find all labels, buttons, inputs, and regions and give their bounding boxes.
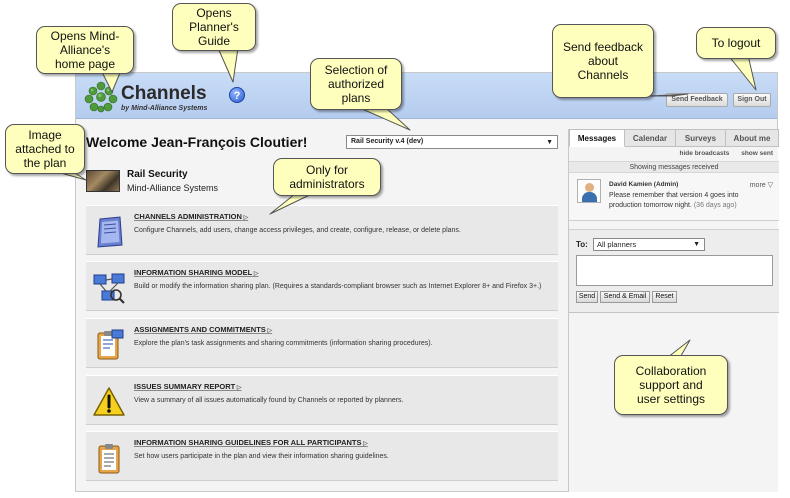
chevron-down-icon: ▼ xyxy=(546,139,553,146)
menu-item-assignments-and-commitments[interactable]: ASSIGNMENTS AND COMMITMENTS Explore the … xyxy=(86,318,558,368)
mind-alliance-logo-icon[interactable] xyxy=(84,81,118,113)
sign-out-button[interactable]: Sign Out xyxy=(733,93,771,107)
message-more-link[interactable]: more ▽ xyxy=(749,182,773,189)
menu-item-title[interactable]: CHANNELS ADMINISTRATION xyxy=(134,212,248,221)
menu-item-title[interactable]: INFORMATION SHARING MODEL xyxy=(134,268,258,277)
recipient-select-value: All planners xyxy=(597,240,637,249)
guidelines-clipboard-icon xyxy=(98,444,120,474)
menu-item-information-sharing-guidelines[interactable]: INFORMATION SHARING GUIDELINES FOR ALL P… xyxy=(86,431,558,481)
hide-broadcasts-link[interactable]: hide broadcasts xyxy=(679,150,730,157)
chevron-down-icon: ▼ xyxy=(693,241,700,248)
plan-select-value: Rail Security v.4 (dev) xyxy=(351,138,424,145)
plan-organization: Mind-Alliance Systems xyxy=(127,183,219,193)
menu-item-channels-administration[interactable]: CHANNELS ADMINISTRATION Configure Channe… xyxy=(86,205,558,255)
panel-tabs: Messages Calendar Surveys About me xyxy=(569,129,779,147)
welcome-title: Welcome Jean-François Cloutier! xyxy=(86,134,308,150)
menu-item-description: View a summary of all issues automatical… xyxy=(134,397,404,404)
app-header: Channels by Mind-Alliance Systems ? Send… xyxy=(76,73,777,119)
social-panel: Messages Calendar Surveys About me hide … xyxy=(568,129,779,492)
menu-item-description: Configure Channels, add users, change ac… xyxy=(134,227,461,234)
recipient-select[interactable]: All planners ▼ xyxy=(593,238,705,251)
admin-tablet-icon xyxy=(97,216,123,248)
brand-subtitle: by Mind-Alliance Systems xyxy=(121,105,208,112)
message-text: Please remember that version 4 goes into… xyxy=(609,191,773,211)
send-feedback-button[interactable]: Send Feedback xyxy=(666,93,728,107)
callout-logout: To logout xyxy=(696,27,776,59)
channels-app: Channels by Mind-Alliance Systems ? Send… xyxy=(75,72,779,492)
message-body: Please remember that version 4 goes into… xyxy=(609,192,739,209)
brand-title: Channels xyxy=(121,83,207,104)
message-age: (36 days ago) xyxy=(693,202,737,209)
menu-item-information-sharing-model[interactable]: INFORMATION SHARING MODEL Build or modif… xyxy=(86,261,558,311)
message-sender: David Kamien (Admin) xyxy=(609,181,679,188)
network-model-icon xyxy=(93,273,125,304)
reset-button[interactable]: Reset xyxy=(652,291,677,303)
message-textarea[interactable] xyxy=(576,255,773,286)
menu-item-description: Explore the plan's task assignments and … xyxy=(134,340,433,347)
menu-item-title[interactable]: INFORMATION SHARING GUIDELINES FOR ALL P… xyxy=(134,438,368,447)
to-label: To: xyxy=(576,240,588,249)
plan-name: Rail Security xyxy=(127,169,188,180)
tab-calendar[interactable]: Calendar xyxy=(625,129,676,147)
plan-select[interactable]: Rail Security v.4 (dev) ▼ xyxy=(346,135,558,149)
avatar xyxy=(577,179,601,203)
message-filters: hide broadcasts show sent xyxy=(670,150,773,157)
tab-messages[interactable]: Messages xyxy=(569,129,625,147)
menu-item-description: Set how users participate in the plan an… xyxy=(134,453,389,460)
menu-item-title[interactable]: ASSIGNMENTS AND COMMITMENTS xyxy=(134,325,272,334)
warning-icon xyxy=(93,387,125,416)
menu-item-description: Build or modify the information sharing … xyxy=(134,283,542,290)
tab-surveys[interactable]: Surveys xyxy=(676,129,726,147)
menu-item-title[interactable]: ISSUES SUMMARY REPORT xyxy=(134,382,242,391)
plan-image xyxy=(86,170,120,192)
show-sent-link[interactable]: show sent xyxy=(741,150,773,157)
messages-status: Showing messages received xyxy=(569,161,779,173)
tab-about-me[interactable]: About me xyxy=(726,129,779,147)
menu-item-issues-summary-report[interactable]: ISSUES SUMMARY REPORT View a summary of … xyxy=(86,375,558,425)
message-item: David Kamien (Admin) more ▽ Please remem… xyxy=(569,173,779,221)
message-compose: To: All planners ▼ Send Send & Email Res… xyxy=(569,229,779,313)
help-icon[interactable]: ? xyxy=(229,87,245,103)
send-and-email-button[interactable]: Send & Email xyxy=(600,291,650,303)
send-button[interactable]: Send xyxy=(576,291,598,303)
assignments-clipboard-icon xyxy=(97,329,124,360)
